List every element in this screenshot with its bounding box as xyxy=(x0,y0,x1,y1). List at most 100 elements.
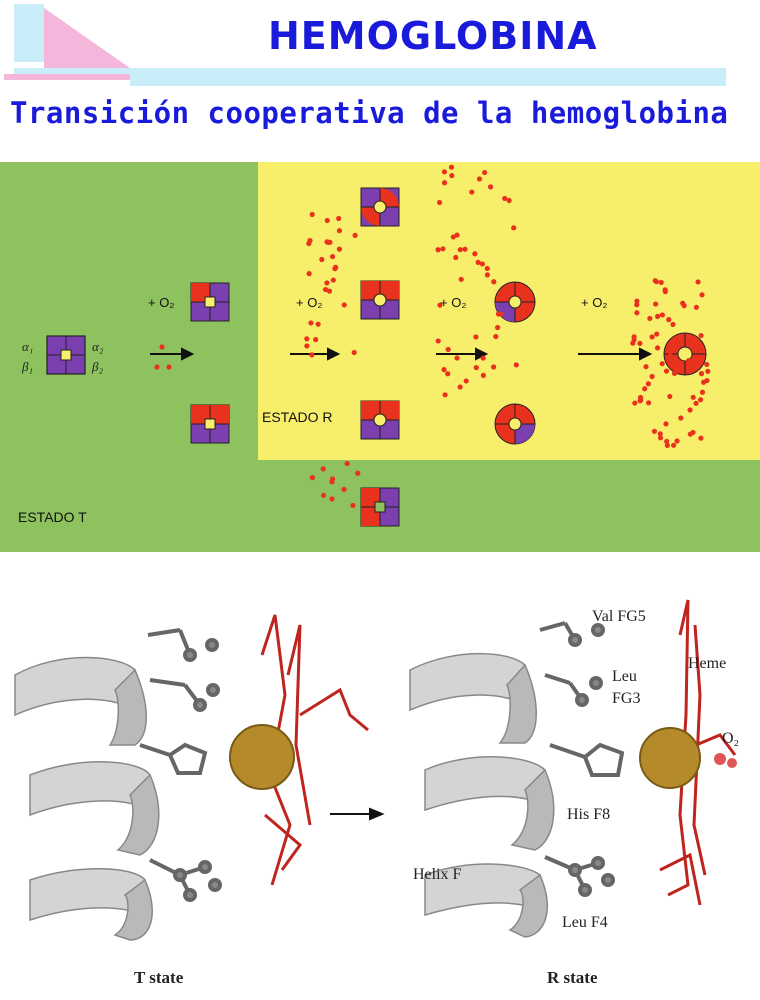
oxygen-dot xyxy=(637,340,643,346)
alpha1-label: α₁ xyxy=(22,339,34,354)
oxygen-dot xyxy=(687,407,693,413)
tetramer-2o2-mid xyxy=(360,280,400,320)
oxygen-dot xyxy=(445,371,451,377)
oxygen-dot xyxy=(699,292,705,298)
oxygen-dot xyxy=(329,496,335,502)
state-r-label: ESTADO R xyxy=(262,409,333,425)
oxygen-dot xyxy=(457,384,463,390)
oxygen-dot xyxy=(154,364,160,370)
oxygen-dot xyxy=(491,279,497,285)
oxygen-dot xyxy=(344,460,350,467)
oxygen-dot xyxy=(469,189,475,195)
oxygen-dot xyxy=(491,364,497,370)
oxygen-dot xyxy=(351,349,357,356)
oxygen-dot xyxy=(698,345,704,351)
oxygen-dot xyxy=(437,302,443,308)
oxygen-dot xyxy=(322,286,329,293)
oxygen-dot xyxy=(341,302,347,308)
oxygen-dot xyxy=(691,344,697,350)
oxygen-dot xyxy=(699,389,706,395)
oxygen-dot xyxy=(450,234,456,240)
page-title: HEMOGLOBINA xyxy=(268,14,598,58)
oxygen-dot xyxy=(649,334,655,340)
oxygen-dot xyxy=(659,312,665,318)
oxygen-dot xyxy=(326,288,333,294)
oxygen-dot xyxy=(306,271,312,277)
tetramer-1o2 xyxy=(190,282,230,322)
alpha2-label: α₂ xyxy=(92,339,104,354)
oxygen-dot xyxy=(645,381,651,387)
oxygen-dot xyxy=(634,298,640,304)
oxygen-dot xyxy=(355,470,361,476)
oxygen-dot xyxy=(664,442,670,448)
oxygen-dot xyxy=(681,303,687,309)
oxygen-dot xyxy=(352,232,358,238)
oxygen-dot xyxy=(651,428,658,434)
oxygen-dot xyxy=(654,331,660,337)
oxygen-dot xyxy=(647,315,653,322)
oxygen-dot xyxy=(309,211,315,218)
oxygen-dot xyxy=(159,344,165,350)
oxygen-dot xyxy=(304,336,310,342)
oxygen-dot xyxy=(309,352,315,358)
oxygen-dot xyxy=(674,438,680,444)
oxygen-dot xyxy=(669,364,675,370)
oxygen-dot xyxy=(482,169,488,176)
val-fg5-label: Val FG5 xyxy=(592,608,646,625)
heme-label: Heme xyxy=(688,655,727,672)
oxygen-dot xyxy=(449,173,455,179)
oxygen-label: + O₂ xyxy=(440,295,467,310)
oxygen-molecules xyxy=(154,164,711,509)
t-state-side-chains xyxy=(139,628,222,902)
oxygen-dot xyxy=(336,246,343,252)
oxygen-dot xyxy=(350,502,356,509)
oxygen-dot xyxy=(476,176,483,182)
oxygen-dot xyxy=(479,261,485,267)
tetramer-t-bottom xyxy=(360,487,400,527)
heme-structure-figure xyxy=(14,599,737,941)
oxygen-dot xyxy=(506,197,512,204)
tetramer-3o2-top xyxy=(494,281,536,323)
r-state-helix xyxy=(409,652,555,938)
oxygen-dot xyxy=(666,317,672,323)
deoxy-tetramer xyxy=(46,335,86,375)
oxygen-label: + O₂ xyxy=(148,295,175,310)
oxygen-dot xyxy=(655,313,661,319)
oxygen-dot xyxy=(473,334,479,340)
oxygen-dot xyxy=(440,246,446,252)
oxygen-dot xyxy=(676,339,682,345)
bound-o2-icon xyxy=(714,753,737,768)
oxygen-dot xyxy=(634,302,640,308)
oxygen-dot xyxy=(493,333,499,340)
oxygen-dot xyxy=(687,431,693,437)
oxygen-dot xyxy=(678,415,684,421)
helix-f-label: Helix F xyxy=(413,866,462,883)
oxygen-dot xyxy=(671,370,678,377)
oxygen-dot xyxy=(649,373,655,380)
tetramer-3o2-bot xyxy=(494,403,536,445)
oxygen-dot xyxy=(473,365,479,371)
oxygen-dot xyxy=(513,362,519,368)
oxygen-dot xyxy=(704,361,710,368)
oxygen-dot xyxy=(320,466,326,472)
oxygen-dot xyxy=(667,393,673,400)
oxygen-dot xyxy=(705,368,711,374)
r-state-iron xyxy=(639,727,701,789)
oxygen-dot xyxy=(324,217,330,224)
t-state-caption: T state xyxy=(134,968,184,987)
oxygen-dot xyxy=(454,355,460,361)
oxygen-dot xyxy=(484,265,490,272)
oxygen-dot xyxy=(333,264,339,270)
arrows xyxy=(150,347,653,361)
state-t-label: ESTADO T xyxy=(18,509,87,525)
oxygen-dot xyxy=(480,372,486,378)
oxygen-dot xyxy=(308,320,314,326)
oxygen-dot xyxy=(336,228,343,234)
cooperative-transition-diagram xyxy=(0,162,760,552)
oxygen-dot xyxy=(698,435,704,441)
beta1-label: β₁ xyxy=(22,359,33,374)
oxygen-dot xyxy=(511,225,517,231)
leu-f4-label: Leu F4 xyxy=(562,914,608,931)
oxygen-dot xyxy=(698,371,705,377)
oxygen-dot xyxy=(319,256,325,263)
